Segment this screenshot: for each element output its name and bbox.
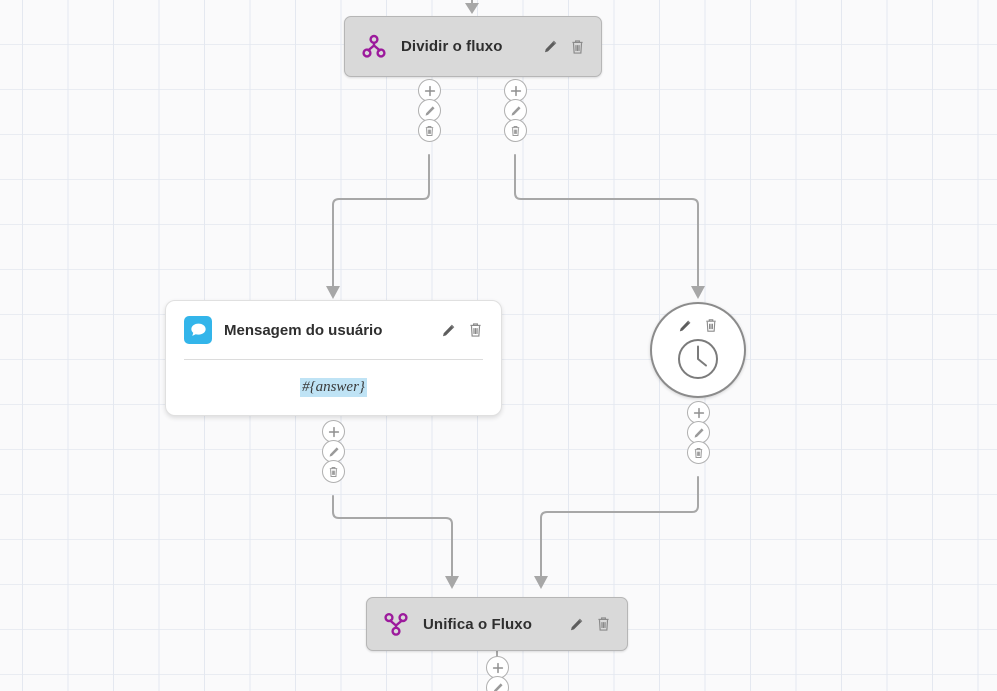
edge-delay-to-merge-arrow [534,576,548,589]
edit-pencil-icon[interactable] [677,317,693,334]
port-stack-split-left[interactable] [418,79,441,142]
port-delete-button[interactable] [504,119,527,142]
edge-into-split-arrow [465,3,479,14]
edge-delay-to-merge [540,476,699,579]
edge-message-to-merge [332,495,453,579]
edge-split-left-to-message-arrow [326,286,340,299]
node-delay[interactable] [650,302,746,398]
node-split-flow-tools [542,38,585,55]
port-stack-merge[interactable] [486,656,509,691]
node-user-message-tools [440,322,483,339]
port-delete-button[interactable] [418,119,441,142]
chat-bubble-icon [184,316,212,344]
node-user-message[interactable]: Mensagem do usuário [165,300,502,416]
delete-trash-icon[interactable] [569,38,585,55]
edge-message-to-merge-arrow [445,576,459,589]
node-user-message-body[interactable]: #{answer} [166,360,501,415]
node-split-flow-title: Dividir o fluxo [401,38,503,55]
node-merge-flow-title: Unifica o Fluxo [423,615,533,633]
delete-trash-icon[interactable] [467,322,483,339]
delete-trash-icon[interactable] [703,317,719,334]
card-divider [184,359,483,360]
edge-split-right-to-delay-arrow [691,286,705,299]
node-merge-flow-tools [568,616,611,633]
port-edit-button[interactable] [486,676,509,691]
node-user-message-title: Mensagem do usuário [224,321,383,339]
edge-split-right-to-delay [514,154,699,289]
edge-split-left-to-message [332,154,430,289]
edit-pencil-icon[interactable] [568,616,584,633]
node-merge-flow[interactable]: Unifica o Fluxo [366,597,628,651]
edit-pencil-icon[interactable] [440,322,456,339]
node-user-message-header: Mensagem do usuário [166,301,501,359]
port-stack-split-right[interactable] [504,79,527,142]
node-delay-tools [677,317,719,334]
port-delete-button[interactable] [322,460,345,483]
port-delete-button[interactable] [687,441,710,464]
variable-token[interactable]: #{answer} [300,378,367,397]
port-add-button[interactable] [687,401,710,424]
merge-flow-icon [383,611,409,637]
port-stack-delay[interactable] [687,401,710,464]
clock-icon [675,336,721,387]
edit-pencil-icon[interactable] [542,38,558,55]
port-edit-button[interactable] [322,440,345,463]
split-flow-icon [361,34,387,60]
node-split-flow[interactable]: Dividir o fluxo [344,16,602,77]
port-stack-message[interactable] [322,420,345,483]
delete-trash-icon[interactable] [595,616,611,633]
